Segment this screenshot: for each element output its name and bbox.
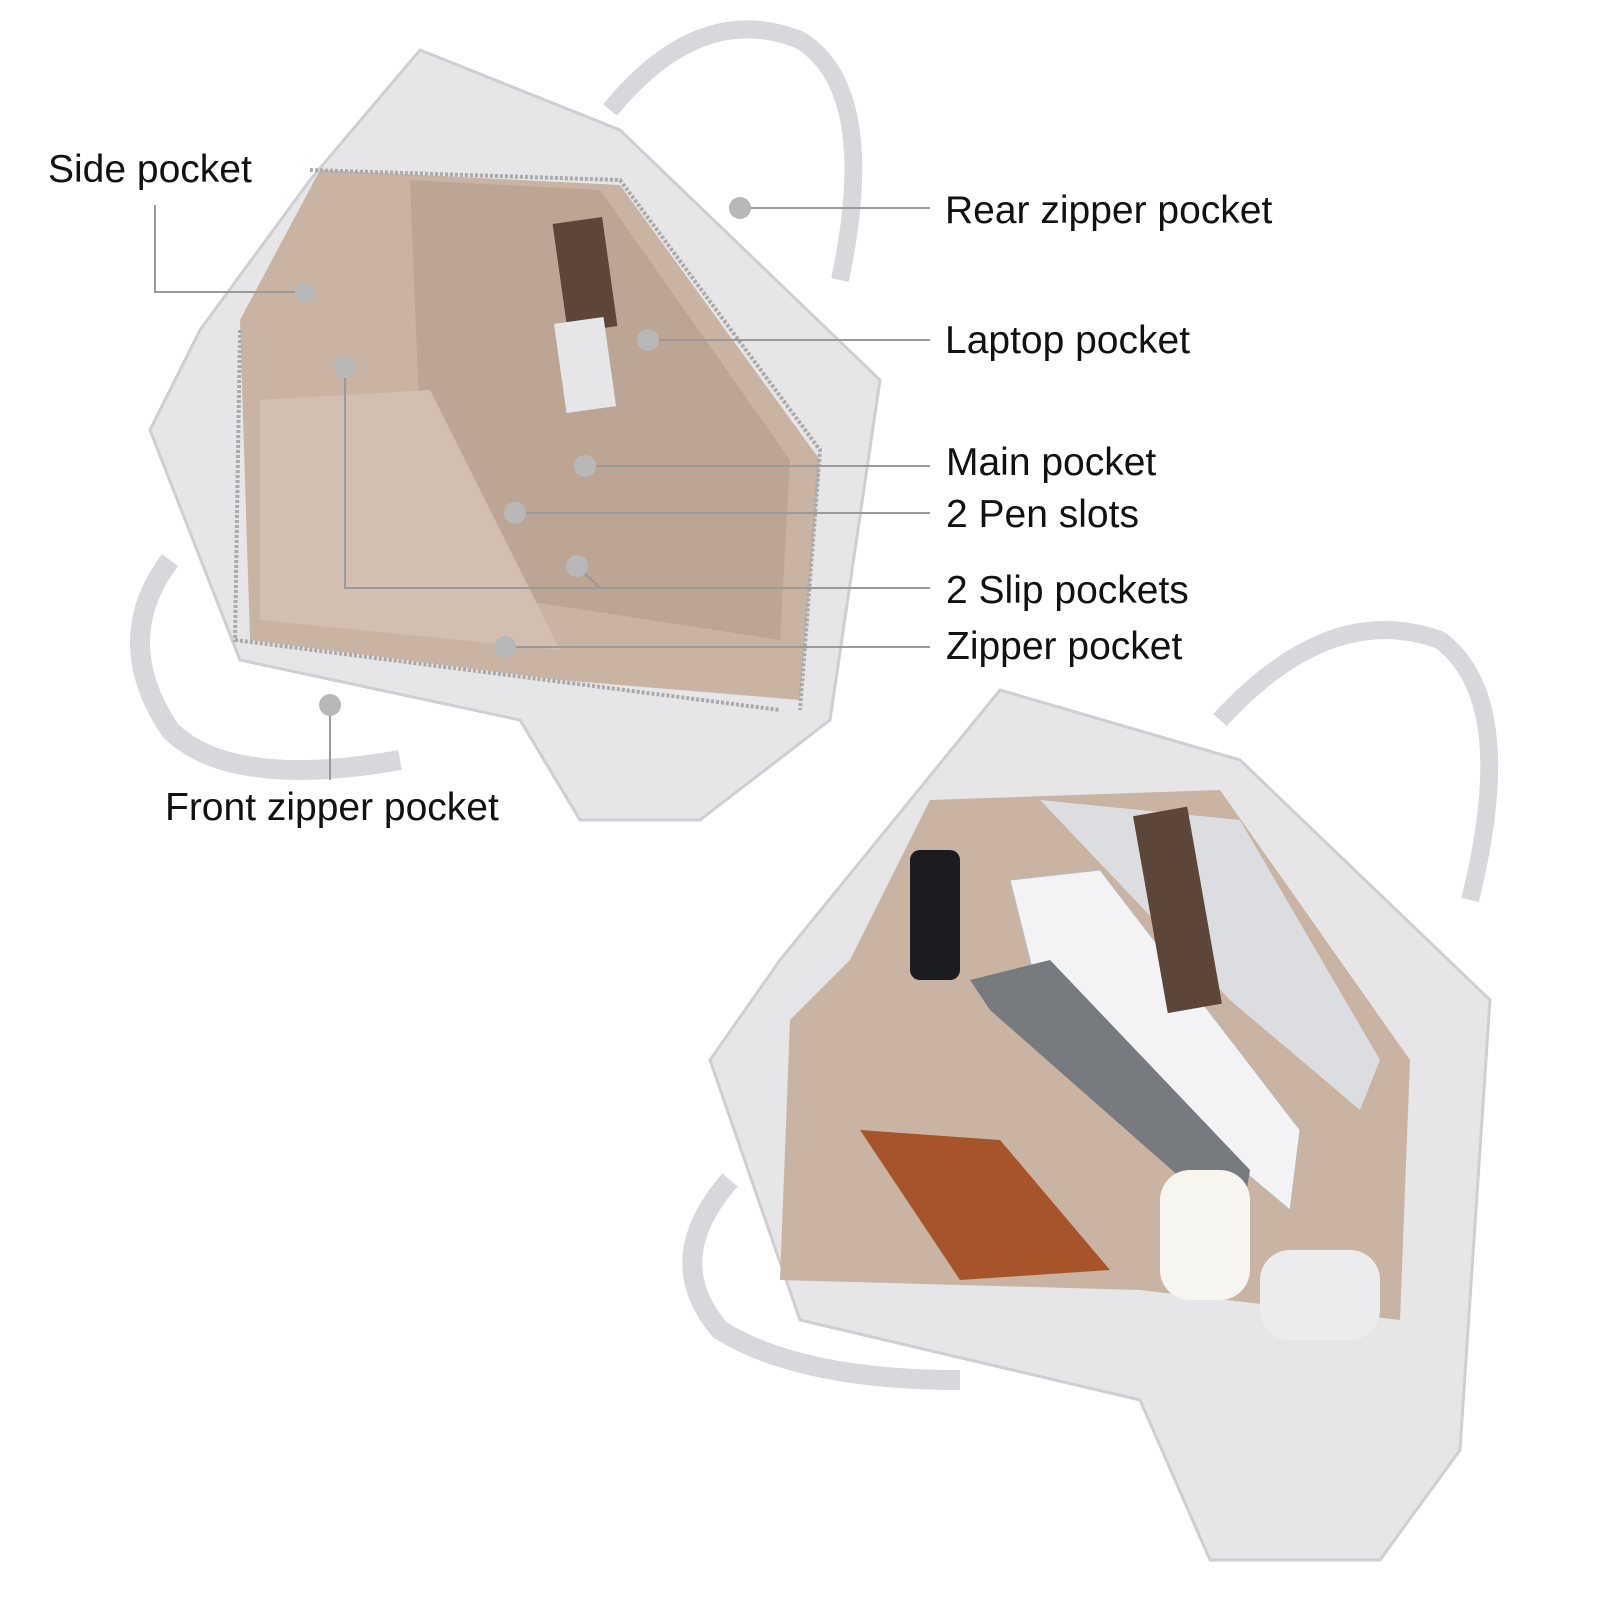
label-laptop-pocket: Laptop pocket xyxy=(945,319,1191,362)
label-rear-zipper-pocket: Rear zipper pocket xyxy=(945,189,1273,232)
zippers xyxy=(232,168,823,712)
top-handle xyxy=(603,20,863,282)
lotion-bottle xyxy=(1160,1170,1250,1300)
open-bag-filled xyxy=(682,621,1499,1562)
strap-tab xyxy=(553,316,617,414)
label-pen-slots: 2 Pen slots xyxy=(946,493,1139,536)
wallet xyxy=(860,1130,1110,1280)
umbrella xyxy=(910,850,960,980)
container xyxy=(1260,1250,1380,1340)
label-front-zipper-pocket: Front zipper pocket xyxy=(165,786,499,829)
laptop-sleeve xyxy=(410,180,790,640)
label-main-pocket: Main pocket xyxy=(946,441,1157,484)
leader-lines xyxy=(154,205,930,780)
laptop-strap xyxy=(1133,806,1222,1014)
side-handle xyxy=(682,1173,961,1390)
front-organizer xyxy=(260,390,560,650)
label-slip-pockets: 2 Slip pockets xyxy=(946,569,1189,612)
callout-dots xyxy=(295,197,751,716)
label-side-pocket: Side pocket xyxy=(48,148,252,191)
label-zipper-pocket: Zipper pocket xyxy=(946,625,1183,668)
tablet xyxy=(970,960,1250,1230)
side-handle xyxy=(130,554,402,780)
laptop-strap xyxy=(552,217,618,333)
top-handle xyxy=(1213,621,1499,903)
open-bag-empty xyxy=(130,20,882,822)
